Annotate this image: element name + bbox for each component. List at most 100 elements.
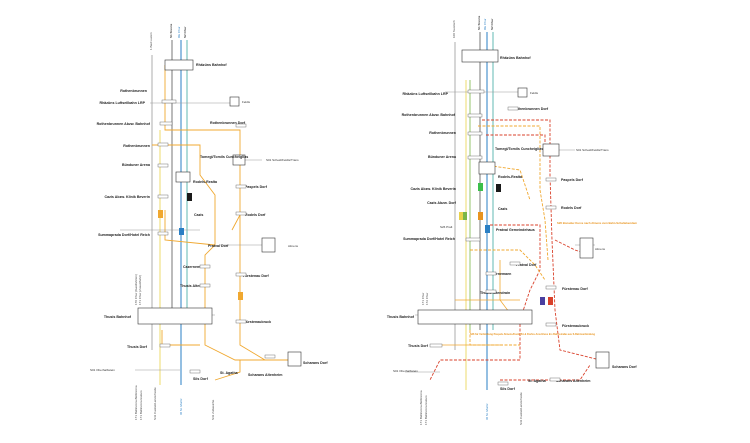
right-station-rhazuens-luftseil: Rhäzüns Luftseilbahn LRP [402,92,448,96]
left-station-rodels-dorf: Rodels Dorf [245,213,266,217]
left-bottom-label-3: S41 Castiel/Lenzerheide [153,387,157,420]
right-station-scharans-alt: Scharans Altenheim [556,379,590,383]
right-station-sils: Sils Dorf [500,387,516,391]
right-station-carriemtraeen: Cazernemaen [488,272,511,276]
right-line-label-s1: S1 Sisons [477,15,481,30]
right-station-thusis-dorf: Thusis Dorf [408,344,429,348]
right-stop-ticks [429,89,561,386]
right-note-orange-2: S26 für Verbindung Paspels Almens/Cazis(… [470,333,595,336]
left-station-thusis-bahnhof: Thusis Bahnhof [104,315,132,319]
right-line-label-re: RE Chur [483,18,487,30]
left-marker-blue [179,228,184,235]
left-box-thusis [137,307,213,325]
right-station-pratval-dorf: Pratval Dorf [516,263,537,267]
right-marker-green-2 [463,212,467,220]
right-station-furstenau: Fürstenau Dorf [562,287,589,291]
left-station-sils: Sils Dorf [193,377,209,381]
left-marker-black [187,193,192,201]
left-station-carriemtraeen: Cazernemaen [183,265,206,269]
right-station-tomegl: Tomegl/Tomils Cuncheiglias [495,147,543,151]
right-station-cazis-klinik: Cazis Abzw. Klinik Beverin [411,187,456,191]
right-station-almens: Almens [595,247,606,251]
left-stop-ticks [157,99,276,374]
left-line-label-s1: S1 Sisons [169,23,173,38]
right-station-s01-ober: S01 Oberhalbstein [393,369,418,373]
right-bottom-label-2: 171 Bellinzona Exkurs [424,395,428,425]
left-station-scharans-dorf: Scharans Dorf [303,361,328,365]
right-station-rodels-dorf: Rodels Dorf [561,206,582,210]
right-station-paspels: Paspels Dorf [561,178,584,182]
left-station-pratval: Pratval Dorf [208,244,229,248]
right-note-orange-1: S26 Bonaduz Kurve nach Almens zum Bahn.S… [557,221,637,225]
right-station-scharans-dorf: Scharans Dorf [612,365,637,369]
right-bottom-label-3: IR St. Moritz [485,403,489,420]
left-station-rhazuens-bahnhof: Rhäzüns Bahnhof [196,63,227,67]
right-diagram: 100 Tavetsch S1 Sisons RE Chur S2 Chur [387,15,638,425]
right-bottom-label-1: 171 Bellinzona-Bellinzona [419,390,423,425]
right-station-rothenbrunnen-dorf: Rothenbrunnen Dorf [513,107,549,111]
left-station-cazis: Cazis [194,213,203,217]
left-bottom-label-2: 171 Bellinzona Exkurs [139,390,143,420]
left-station-almens: Almens [288,244,299,248]
right-box-thusis [417,309,533,325]
left-station-thusis-altendrain: Thusis Altendrain [180,284,210,288]
left-station-thusis-dorf: Thusis Dorf [127,345,148,349]
right-line-label-s2: S2 Chur [490,18,494,30]
right-station-thusis-bahnhof: Thusis Bahnhof [387,315,415,319]
right-station-pratval-gem: Pratval Gemeindehaus [496,228,535,232]
right-station-furstenaubruck: Fürstenaubruck [562,324,589,328]
left-station-tomegl: Tomegl/Tomils Cuncheiglias [200,155,248,159]
right-station-st-agatha: St. Agatha [528,379,547,383]
left-station-rodels: Rodels-Realta [193,180,218,184]
left-marker-orange-1 [158,210,163,218]
right-station-bonduner: Bünduner Arena [428,155,457,159]
left-marker-orange-2 [238,292,243,300]
left-station-rothenbrunnen-top: Rothenbrunnen [120,89,147,93]
right-box-scharans [595,351,610,369]
right-station-feldis: Feldis [530,91,539,95]
left-box-tomegl [232,154,246,166]
left-station-scharans-alt: Scharans Altenheim [248,373,282,377]
right-marker-yellow [459,212,463,220]
right-station-rodels: Rodels-Realta [498,175,523,179]
left-station-feldis: Feldis [242,100,251,104]
left-station-rothenbrunnen-dorf: Rothenbrunnen Dorf [210,121,246,125]
left-bottom-label-4: IR St. Moritz [179,398,183,415]
left-station-furstenau: Fürstenau Dorf [243,274,270,278]
left-station-st-agatha: St. Agatha [220,371,239,375]
right-box-almens [579,237,594,259]
left-station-paspels: Paspels Dorf [245,185,268,189]
left-station-rothenbrunnen-mid: Rothenbrunnen [123,144,150,148]
left-line-label-re: RE Chur [177,26,181,38]
left-box-feldis [229,96,240,107]
right-station-rothenbrunnen-abzw: Rothenbrunnen Abzw. Bahnhof [402,113,456,117]
left-box-scharans [287,351,302,367]
left-station-summaprada: Summaprada Dorf/Hotel Reich [98,233,150,237]
right-marker-purple [540,297,545,305]
right-marker-blue [485,225,490,233]
right-box-rodels [478,161,496,175]
left-side-label-1: 170 Chur (Gastfahrten) [134,274,138,305]
left-box-rhazuens [164,59,194,71]
left-diagram: 1 Bad Luzein S1 Sisons RE Chur S2 Chur [90,23,328,420]
left-line-label-bad-luzein: 1 Bad Luzein [149,32,153,50]
right-marker-orange [478,212,483,220]
right-station-s01: S01 Scheid/Feldis/Trans [576,148,609,152]
right-line-label-tavetsch: 100 Tavetsch [452,20,456,38]
right-station-rothenbrunnen: Rothenbrunnen [429,131,456,135]
left-box-almens [261,237,276,253]
right-station-summaprada: Summaprada Dorf/Hotel Reich [403,237,455,241]
left-side-label-2: 171 Chur (Zusatzfahrt) [138,275,142,305]
right-box-feldis [517,87,528,98]
left-bottom-label-5: S41 Zollweiche [211,399,215,420]
right-box-rhazuens [461,49,499,63]
right-bottom-label-4: S41 Castiel/Lenzerheide [519,392,523,425]
right-marker-green-1 [478,183,483,191]
right-marker-red [548,297,553,305]
left-station-bonduner: Bünduner Arena [122,163,151,167]
right-station-rhazuens-bahnhof: Rhäzüns Bahnhof [500,56,531,60]
left-station-rhazuens-luftseil: Rhäzüns Luftseilbahn LRP [99,101,145,105]
left-station-cazis-klinik: Cazis Abzw. Klinik Beverin [105,195,150,199]
right-side-label-1: 171 Chur [421,293,425,305]
